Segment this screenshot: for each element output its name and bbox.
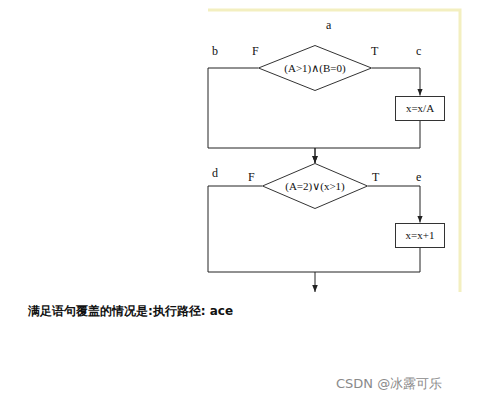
branch-label: d [212,166,218,181]
watermark: CSDN @冰露可乐 [336,375,442,393]
node-text: x=x/A [406,102,434,114]
process-box: x=x+1 [395,223,445,248]
node-text: (A>1)∧(B=0) [284,62,345,75]
branch-label: e [416,170,421,185]
note-text: 满足语句覆盖的情况是:执行路径: ace [28,303,233,320]
diamond-outline [263,164,368,209]
exit-line [420,248,421,273]
decision-diamond: (A>1)∧(B=0) [258,45,372,91]
branch-label: a [326,18,331,33]
box-outline [396,96,445,120]
branch-label: T [372,170,379,185]
flow-arrow [315,121,420,164]
exit-arrow [315,272,316,292]
flow-arrow [372,68,420,96]
diamond-outline [259,46,372,91]
branch-label: F [248,170,255,185]
node-text: (A=2)∨(x>1) [285,180,345,193]
decision-diamond: (A=2)∨(x>1) [262,163,368,209]
flow-arrow [368,186,420,223]
node-text: x=x+1 [406,229,435,241]
process-box: x=x/A [395,96,445,121]
branch-label: b [212,44,218,59]
branch-label: T [371,44,378,59]
image-frame [208,10,460,292]
box-outline [396,223,445,247]
branch-label: F [252,44,259,59]
branch-label: c [416,44,421,59]
